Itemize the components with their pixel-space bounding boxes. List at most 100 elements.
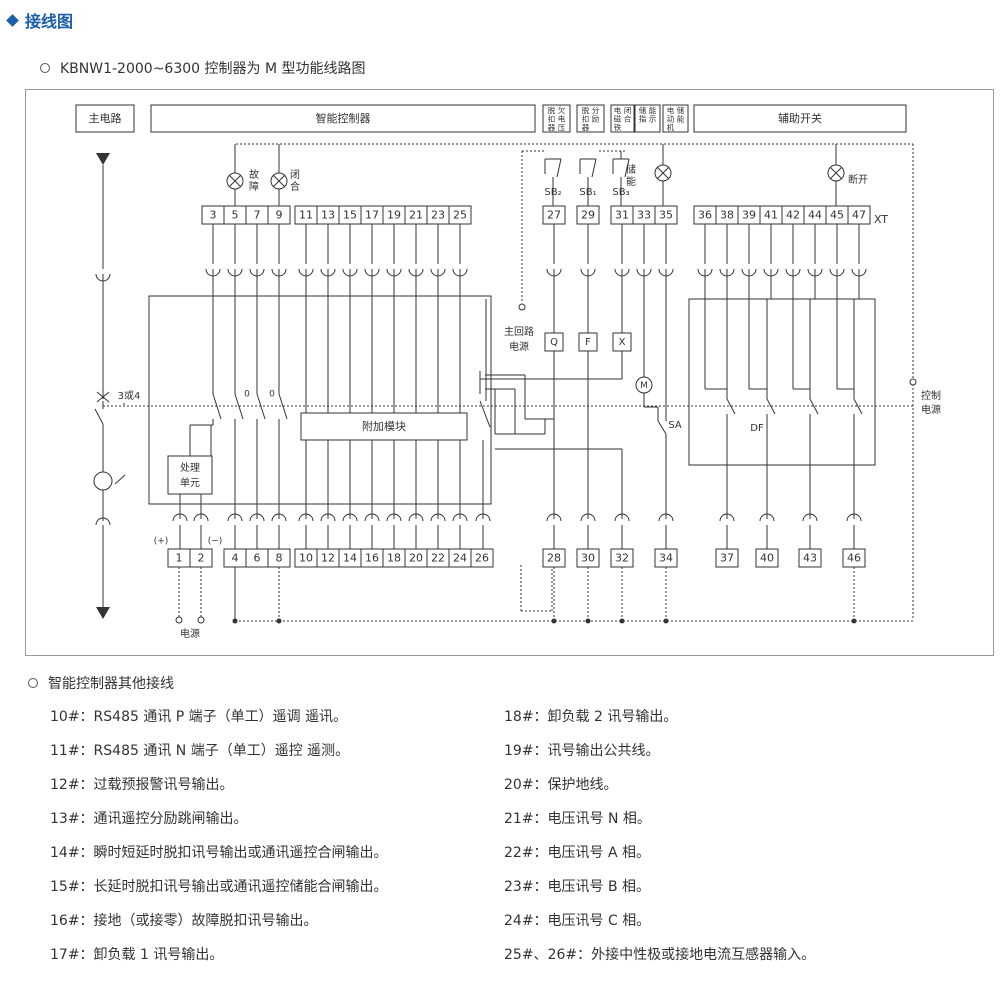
close-lamp-label: 闭	[290, 168, 300, 181]
breaker-cross	[96, 391, 110, 403]
header-main-circuit	[75, 104, 135, 133]
note-item: 22#：电压讯号 A 相。	[504, 845, 651, 861]
bottom-aux-terminal-37	[715, 548, 739, 568]
top-aux-terminal-label: 39	[742, 209, 756, 222]
note-item: 21#：电压讯号 N 相。	[504, 811, 651, 827]
diamond-icon	[6, 13, 19, 27]
sb-button-contact	[556, 158, 562, 178]
top-mid-terminal-label: 13	[321, 209, 335, 222]
header-box-char: 储	[639, 105, 647, 115]
plug-symbol	[320, 513, 336, 522]
notes-left: 10#：RS485 通讯 P 端子（单工）遥调 遥讯。 11#：RS485 通讯…	[50, 706, 388, 978]
bottom-ctrl-label: 28	[547, 552, 561, 565]
bottom-ctrl-label: 30	[581, 552, 595, 565]
junction-dot	[585, 618, 591, 624]
header-box-char: 脱	[582, 105, 590, 115]
note-item: 16#：接地（或接零）故障脱扣讯号输出。	[50, 913, 318, 929]
xt-label: XT	[874, 213, 888, 226]
junction-dot	[551, 618, 557, 624]
processing-unit-label: 处理	[180, 462, 200, 474]
note-item: 14#：瞬时短延时脱扣讯号输出或通讯遥控合闸输出。	[50, 845, 388, 861]
f-label: F	[585, 337, 591, 348]
top-mid-terminal-label: 25	[453, 209, 467, 222]
header-box-char: 电	[614, 105, 622, 115]
ct-lead	[114, 474, 126, 485]
header-small-box-2	[610, 104, 635, 133]
junction-dot	[276, 618, 282, 624]
plug-symbol	[342, 513, 358, 522]
bottom-mid-terminal-label: 18	[387, 552, 401, 565]
control-power-label: 控制	[921, 389, 941, 402]
bottom-mid-terminal-label: 16	[365, 552, 379, 565]
note-item: 13#：通讯遥控分励跳闸输出。	[50, 811, 248, 827]
header-box-char: 闭	[624, 106, 632, 115]
bottom-mid-terminal-label: 24	[453, 552, 467, 565]
x-label: X	[619, 337, 626, 348]
note-item: 10#：RS485 通讯 P 端子（单工）遥调 遥讯。	[50, 709, 348, 725]
plug-symbol	[249, 513, 265, 522]
top-aux-terminal-label: 38	[720, 209, 734, 222]
top-mid-terminal-label: 17	[365, 209, 379, 222]
top-mid-terminal-label: 23	[431, 209, 445, 222]
controller-box	[148, 295, 492, 505]
header-box-char: 储	[677, 105, 685, 115]
top-aux-terminal-label: 36	[698, 209, 712, 222]
zero-label: 0	[244, 390, 250, 400]
plug-symbol	[95, 517, 111, 526]
header-box-char: 能	[677, 114, 685, 124]
sa-label: SA	[668, 420, 682, 431]
plug-symbol	[452, 513, 468, 522]
bottom-aux-label: 37	[720, 552, 734, 565]
sb-button-contact	[624, 158, 630, 178]
top-mid-terminal-label: 21	[409, 209, 423, 222]
plug-symbol	[172, 513, 188, 522]
control-power-label: 电源	[921, 403, 941, 416]
note-item: 19#：讯号输出公共线。	[504, 743, 660, 759]
sb-button-contact	[591, 158, 597, 178]
bottom-mid-terminal-label: 12	[321, 552, 335, 565]
plug-symbol	[430, 513, 446, 522]
main-contact	[94, 408, 104, 425]
lamp-cross	[830, 167, 842, 179]
plug-symbol	[386, 513, 402, 522]
plug-symbol	[298, 513, 314, 522]
store-label: 储	[626, 163, 636, 176]
top-mid-terminal-label: 19	[387, 209, 401, 222]
subtitle-other-text: 智能控制器其他接线	[48, 676, 174, 692]
header-box-char: 电	[667, 105, 675, 115]
close-lamp-label: 合	[290, 180, 300, 193]
note-item: 15#：长延时脱扣讯号输出或通讯遥控储能合闸输出。	[50, 879, 388, 895]
header-box-char: 扣	[548, 114, 556, 124]
bottom-mid-terminal-26	[470, 548, 494, 568]
bottom-mid-terminal-label: 14	[343, 552, 357, 565]
bottom-left-terminal-label: 6	[254, 552, 261, 565]
note-item: 24#：电压讯号 C 相。	[504, 913, 651, 929]
bottom-left-terminal-label: 8	[276, 552, 283, 565]
contact-switch	[278, 393, 288, 420]
wiring-diagram: 主电路智能控制器脱扣器欠电压脱扣器分励电磁铁闭合储指能示电动机储能辅助开关故障闭…	[25, 89, 994, 656]
open-terminal	[518, 303, 526, 311]
fault-lamp-label: 故	[249, 168, 259, 181]
header-box-char: 合	[624, 114, 632, 124]
aux-switch-box	[688, 298, 876, 466]
bottom-aux-label: 40	[760, 552, 774, 565]
header-box-char: 指	[639, 114, 647, 124]
header-intelligent-controller-label: 智能控制器	[316, 111, 371, 125]
header-box-char: 动	[667, 114, 675, 124]
circle-bullet-icon	[28, 678, 38, 688]
top-left-terminal-label: 7	[254, 209, 261, 222]
bottom-mid-terminal-label: 10	[299, 552, 313, 565]
open-terminal	[909, 378, 917, 386]
junction-dot	[619, 618, 625, 624]
current-transformer-icon	[93, 471, 113, 491]
bottom-power-label: 1	[176, 552, 183, 565]
open-terminal	[175, 616, 183, 624]
addon-module-box	[300, 412, 468, 441]
bottom-aux-label: 46	[847, 552, 861, 565]
header-small-box-1	[576, 104, 605, 133]
top-ctrl-terminal-label: 29	[581, 209, 595, 222]
note-item: 25#、26#：外接中性极或接地电流互感器输入。	[504, 947, 816, 963]
three-or-four-label: 3或4	[118, 390, 141, 402]
lamp-cross	[657, 167, 669, 179]
header-aux-switch	[693, 104, 907, 133]
